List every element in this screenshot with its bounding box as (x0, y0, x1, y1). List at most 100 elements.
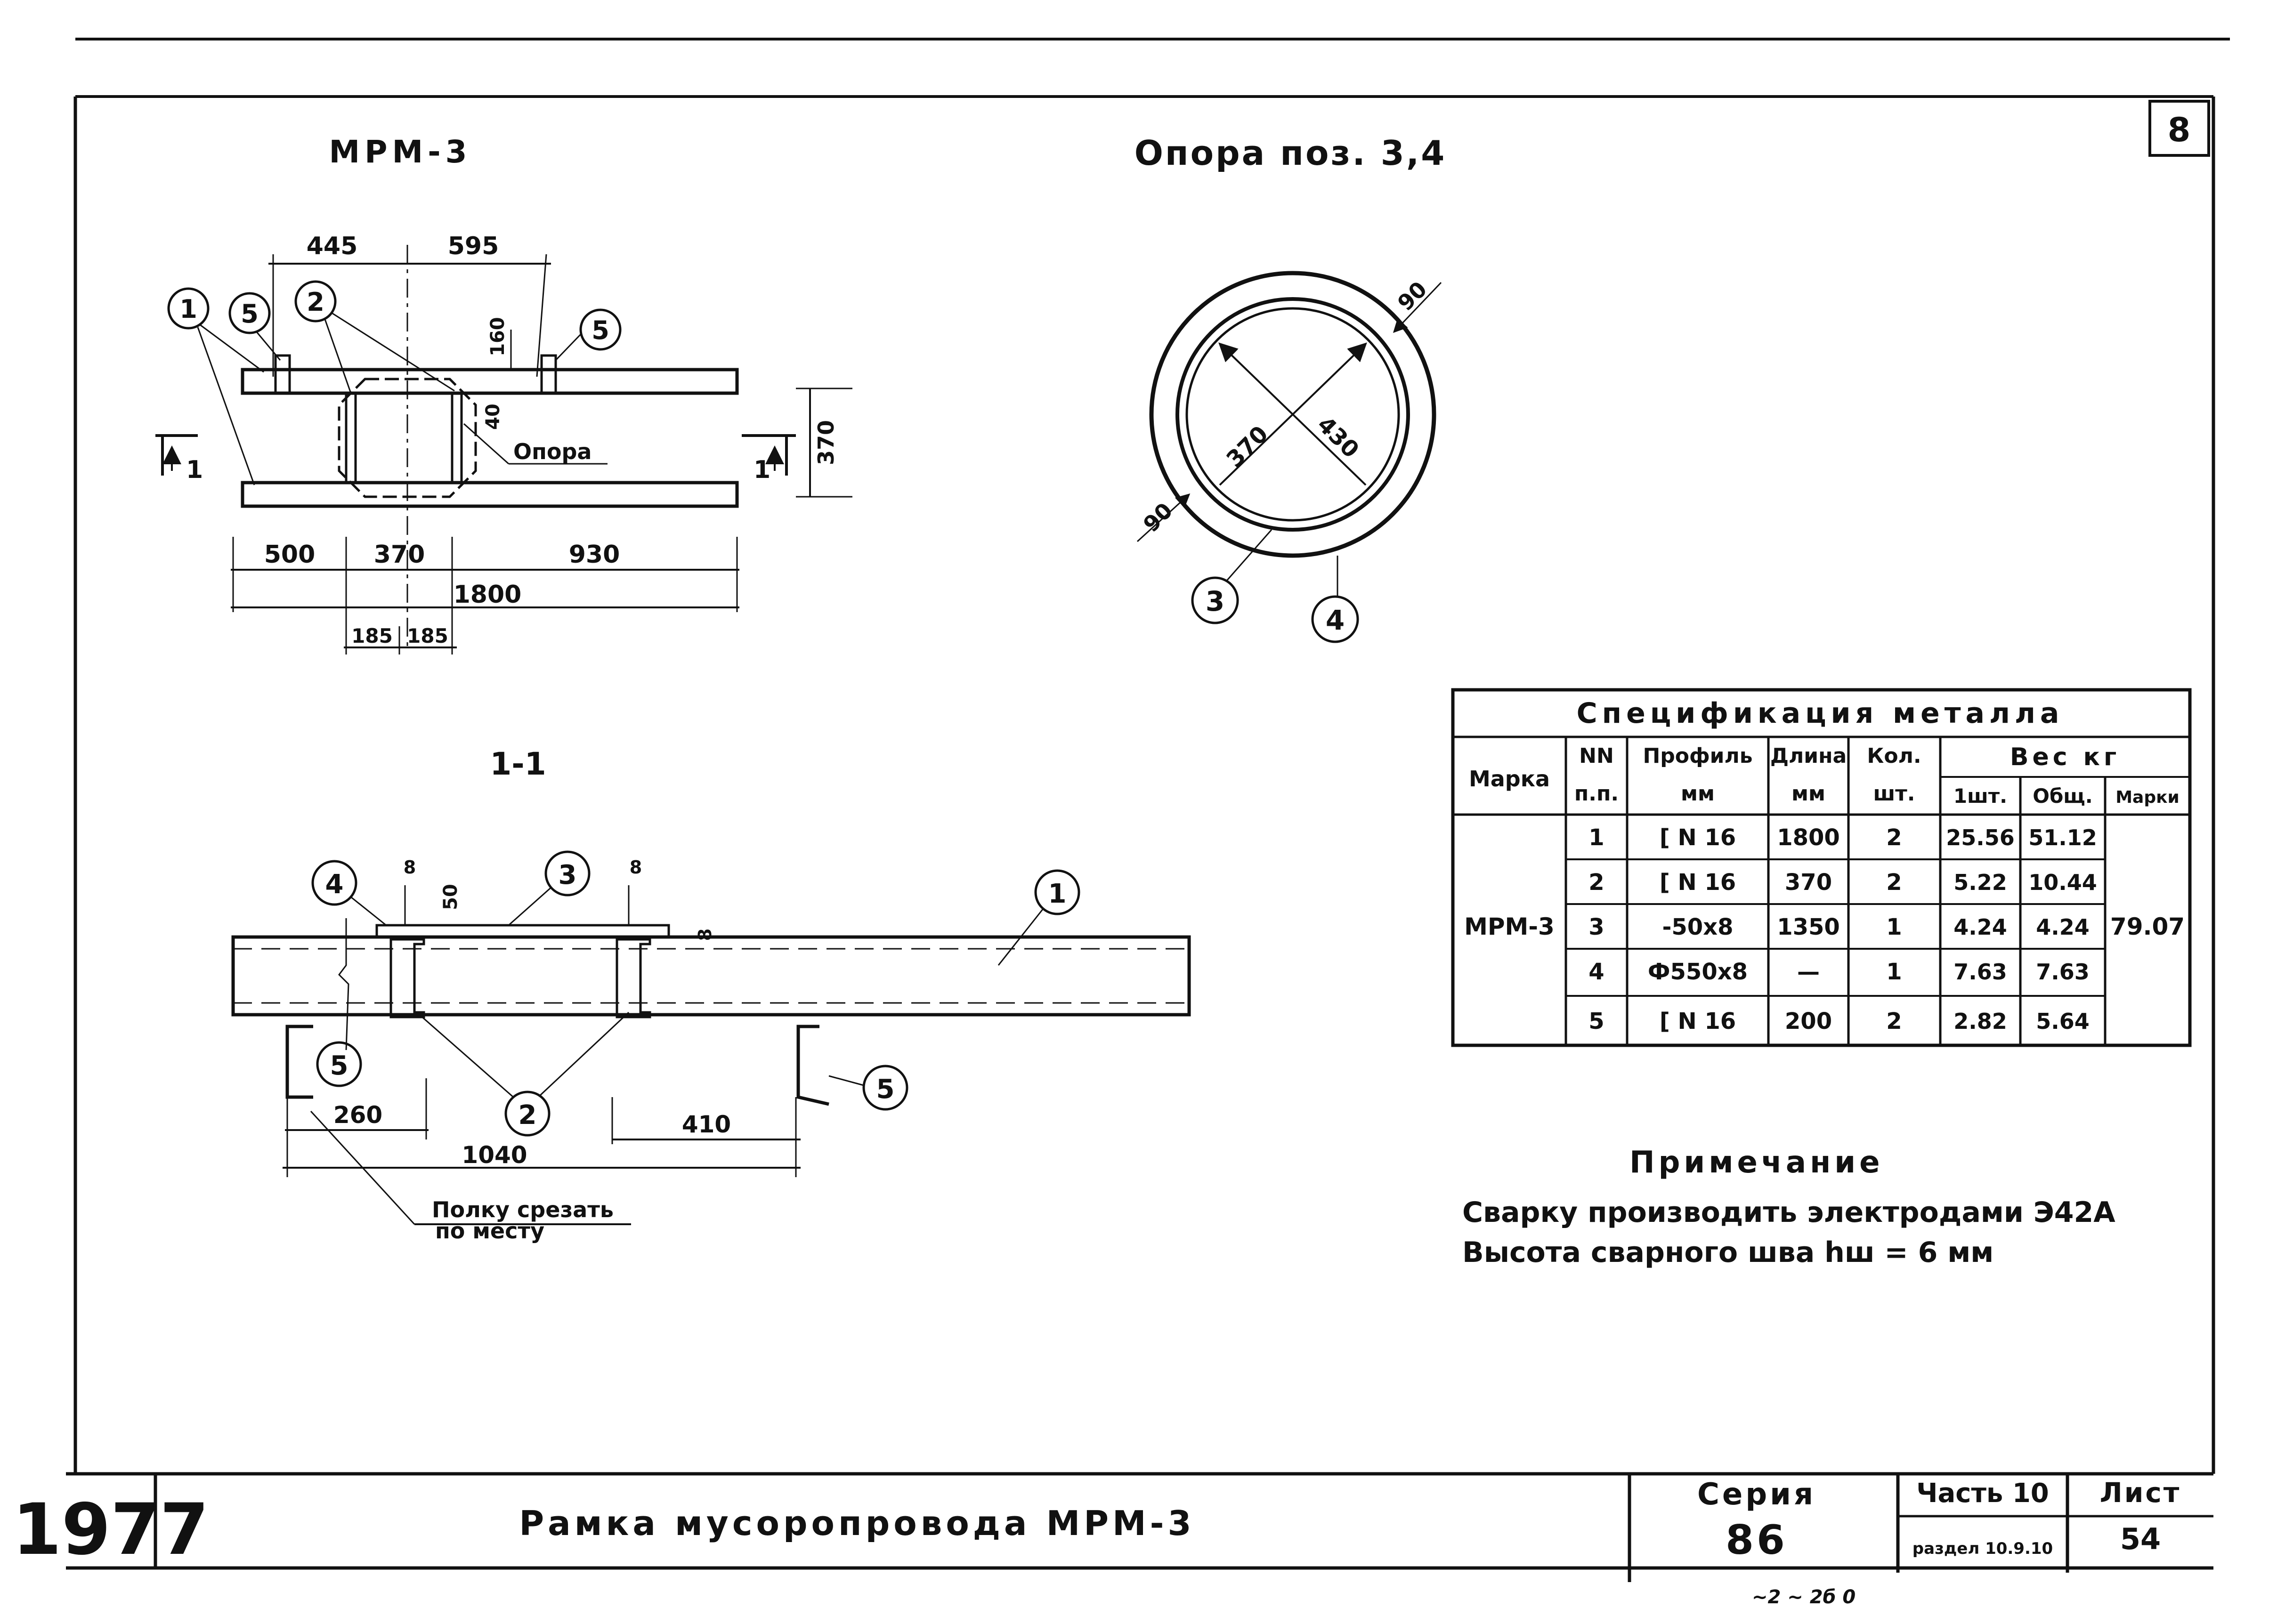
dim-50: 50 (440, 884, 462, 910)
plan-callout-1: 1 (167, 287, 264, 485)
list-value: 54 (2120, 1522, 2161, 1556)
svg-text:5: 5 (592, 315, 609, 345)
year: 1977 (12, 1489, 209, 1571)
svg-text:2: 2 (307, 287, 324, 317)
svg-text:5: 5 (1588, 1008, 1604, 1034)
svg-text:5: 5 (241, 299, 259, 329)
spec-row-4: 4 Ф550x8 — 1 7.63 7.63 (1588, 959, 2089, 985)
section-callout-2: 2 (416, 1011, 630, 1137)
list-label: Лист (2100, 1477, 2181, 1509)
svg-text:[ N 16: [ N 16 (1660, 1008, 1736, 1034)
section-note-line2: по месту (435, 1218, 544, 1244)
support-callout-3: 3 (1191, 529, 1272, 624)
spec-header-nn-sub: п.п. (1574, 782, 1619, 806)
dim-260: 260 (333, 1101, 382, 1129)
dim-40: 40 (482, 404, 504, 430)
svg-text:200: 200 (1785, 1008, 1832, 1034)
svg-text:4.24: 4.24 (1953, 914, 2007, 940)
svg-text:—: — (1797, 959, 1820, 985)
dim-8-plate: 8 (695, 929, 715, 941)
spec-table: Спецификация металла Марка NN п.п. Профи… (1451, 688, 2192, 1047)
svg-text:1: 1 (1886, 914, 1902, 940)
dim-370-vertical: 370 (813, 420, 839, 465)
section-callout-3: 3 (508, 850, 591, 926)
dim-160: 160 (487, 317, 509, 356)
section-view: 1-1 8 50 8 8 4 3 (231, 746, 1191, 1244)
svg-text:1800: 1800 (1777, 824, 1840, 851)
sheet-number: 8 (2168, 111, 2191, 149)
section-callout-5-right: 5 (828, 1065, 908, 1111)
section-label: раздел 10.9.10 (1912, 1539, 2053, 1558)
section-callout-4: 4 (311, 860, 387, 926)
svg-text:[ N 16: [ N 16 (1660, 824, 1736, 851)
svg-text:2: 2 (1886, 824, 1902, 851)
svg-text:1: 1 (179, 294, 197, 324)
dim-370-diameter: 370 (1221, 420, 1273, 472)
spec-header-weight-1: 1шт. (1953, 784, 2007, 808)
spec-header-weight-total: Общ. (2033, 784, 2092, 808)
series-value: 86 (1726, 1517, 1788, 1564)
dim-930: 930 (569, 541, 620, 569)
dim-595: 595 (448, 232, 499, 260)
svg-text:1: 1 (1048, 879, 1067, 909)
dim-410: 410 (682, 1111, 731, 1138)
spec-header-profile: Профиль (1643, 744, 1752, 768)
svg-text:3: 3 (1206, 585, 1224, 617)
spec-header-mark: Марка (1469, 766, 1550, 792)
support-view: Опора поз. 3,4 370 430 90 90 3 4 (1134, 133, 1447, 643)
svg-text:10.44: 10.44 (2028, 870, 2097, 895)
title-block: 1977 Рамка мусоропровода МРМ-3 Серия 86 … (12, 1474, 2213, 1608)
svg-text:2: 2 (1886, 869, 1902, 896)
svg-text:1350: 1350 (1777, 914, 1840, 940)
svg-text:Ф550x8: Ф550x8 (1648, 959, 1748, 985)
spec-header-weight-mark: Марки (2115, 788, 2180, 807)
dim-370: 370 (374, 541, 425, 569)
svg-text:3: 3 (559, 860, 577, 890)
svg-text:7.63: 7.63 (1953, 959, 2007, 985)
svg-text:7.63: 7.63 (2036, 959, 2090, 985)
dim-1040: 1040 (462, 1141, 527, 1169)
spec-row-5: 5 [ N 16 200 2 2.82 5.64 (1588, 1008, 2089, 1034)
svg-text:370: 370 (1785, 869, 1832, 896)
plan-view: МРМ-3 445 595 160 40 Опора 370 (155, 134, 852, 654)
svg-text:51.12: 51.12 (2028, 825, 2097, 850)
spec-header-nn: NN (1579, 744, 1614, 768)
dim-445: 445 (307, 232, 358, 260)
spec-header-qty-unit: шт. (1873, 782, 1915, 806)
plan-callout-2: 2 (294, 280, 455, 394)
svg-text:2.82: 2.82 (1953, 1009, 2007, 1034)
svg-text:5.22: 5.22 (1953, 870, 2007, 895)
dim-500: 500 (264, 541, 316, 569)
svg-text:5.64: 5.64 (2036, 1009, 2090, 1034)
spec-title: Спецификация металла (1577, 697, 2064, 730)
section-note-line1: Полку срезать (432, 1197, 614, 1222)
general-note: Примечание Сварку производить электродам… (1462, 1145, 2115, 1269)
dim-90-top: 90 (1393, 276, 1432, 315)
svg-text:1: 1 (1886, 959, 1902, 985)
cut-mark-right: 1 (754, 456, 770, 484)
drawing-title: Рамка мусоропровода МРМ-3 (519, 1503, 1195, 1543)
spec-header-length-unit: мм (1791, 782, 1825, 806)
spec-row-3: 3 -50x8 1350 1 4.24 4.24 (1588, 914, 2089, 940)
plan-callout-5-left: 5 (228, 292, 281, 361)
svg-text:[ N 16: [ N 16 (1660, 869, 1736, 896)
dim-185-left: 185 (351, 624, 393, 647)
svg-text:2: 2 (519, 1100, 537, 1131)
bottom-stamp-mark: ~2 ~ 2б 0 (1752, 1586, 1856, 1608)
plan-callout-5-right: 5 (555, 308, 622, 361)
support-title: Опора поз. 3,4 (1134, 133, 1447, 173)
spec-row-2: 2 [ N 16 370 2 5.22 10.44 (1588, 869, 2097, 896)
svg-text:1: 1 (1588, 824, 1604, 851)
sheet-frame (66, 38, 2230, 1476)
spec-header-length: Длина (1770, 744, 1847, 768)
section-callout-5-left: 5 (316, 1041, 362, 1087)
note-line-2: Высота сварного шва hш = 6 мм (1462, 1236, 1993, 1269)
svg-text:25.56: 25.56 (1946, 825, 2015, 850)
svg-text:4: 4 (1588, 959, 1604, 985)
cut-mark-left: 1 (186, 456, 203, 484)
svg-text:3: 3 (1588, 914, 1604, 940)
svg-text:2: 2 (1588, 869, 1604, 896)
dim-185-right: 185 (407, 624, 448, 647)
svg-text:-50x8: -50x8 (1662, 914, 1733, 940)
